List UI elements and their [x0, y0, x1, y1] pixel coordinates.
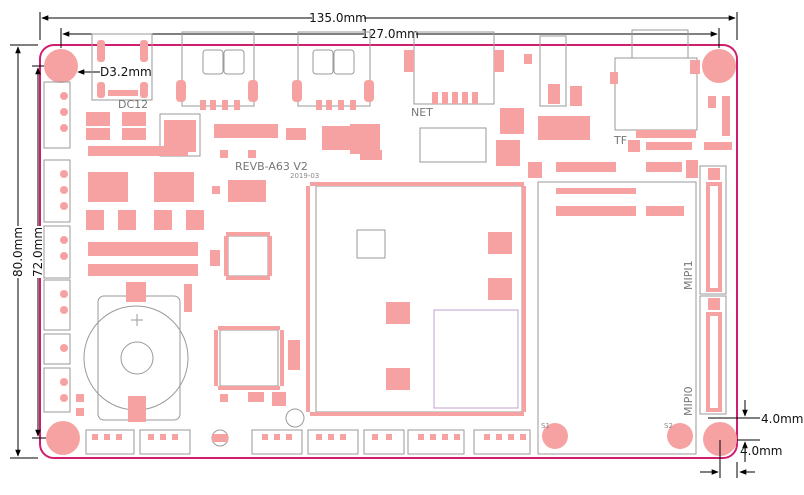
silk-s2-label: S2 [664, 422, 673, 430]
dim-edge-offset-x-text: 4.0mm [761, 412, 803, 426]
silk-mipi0-label: MIPI0 [682, 386, 695, 416]
dim-overall-width-text: 135.0mm [309, 11, 367, 25]
silk-s1-label: S1 [541, 422, 550, 430]
silk-dc-jack-label: DC12 [118, 98, 148, 111]
dim-hole-span-height-text: 72.0mm [31, 227, 45, 277]
silk-board-name: REVB-A63 V2 [235, 160, 308, 173]
mounting-hole-top-left [44, 49, 78, 83]
dim-edge-offset-y-text: 4.0mm [740, 444, 782, 458]
dim-hole-span-width-text: 127.0mm [361, 27, 419, 41]
mounting-hole-bottom-left [46, 421, 80, 455]
silk-board-date: 2019-03 [290, 172, 319, 180]
dim-overall-height-text: 80.0mm [11, 227, 25, 277]
silk-sd-card-label: TF [613, 134, 627, 147]
pads [60, 35, 732, 449]
mounting-hole-top-right [702, 49, 736, 83]
mounting-hole-bottom-right [703, 422, 737, 456]
silk-ethernet-label: NET [411, 106, 433, 119]
mounting-holes [44, 49, 737, 456]
dim-hole-diameter-text: D3.2mm [100, 65, 152, 79]
silk-mipi1-label: MIPI1 [682, 260, 695, 290]
